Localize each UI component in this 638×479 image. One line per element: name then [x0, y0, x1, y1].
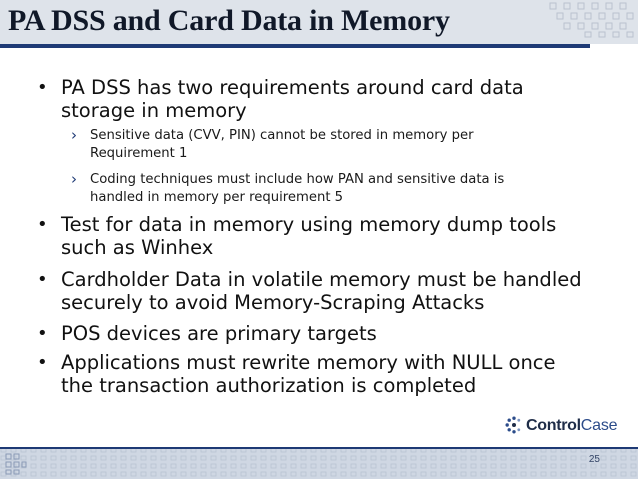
- sub-bullet-marker: ›: [71, 126, 77, 144]
- bullet-marker: •: [37, 77, 48, 98]
- bullet-item: • Cardholder Data in volatile memory mus…: [37, 268, 621, 314]
- bullet-text-line: securely to avoid Memory-Scraping Attack…: [61, 291, 485, 314]
- bullet-item: • POS devices are primary targets: [37, 322, 621, 345]
- slide-number: 25: [588, 454, 600, 465]
- sub-bullet-marker: ›: [71, 170, 77, 188]
- bullet-text-line: Test for data in memory using memory dum…: [61, 213, 557, 236]
- bullet-marker: •: [37, 323, 48, 344]
- dot-grid-footer-icon: [0, 449, 638, 479]
- footer-band: [0, 447, 638, 479]
- logo-wordmark: ControlCase: [526, 416, 618, 436]
- bullet-text-line: PA DSS has two requirements around card …: [61, 76, 524, 99]
- sub-bullet-text-line: Requirement 1: [90, 146, 188, 161]
- bullet-text-line: storage in memory: [61, 99, 247, 122]
- bullet-item: • Test for data in memory using memory d…: [37, 213, 621, 259]
- footer-rule: [0, 447, 638, 449]
- bullet-marker: •: [37, 214, 48, 235]
- bullet-item: • Applications must rewrite memory with …: [37, 351, 621, 397]
- controlcase-logo-icon: [505, 416, 521, 434]
- bullet-text-line: the transaction authorization is complet…: [61, 374, 477, 397]
- logo-word-case: Case: [580, 417, 618, 434]
- controlcase-logo: ControlCase: [505, 414, 618, 438]
- dot-grid-corner-icon: [5, 453, 27, 475]
- bullet-text-line: such as Winhex: [61, 236, 214, 259]
- bullet-text-line: POS devices are primary targets: [61, 322, 377, 345]
- logo-word-control: Control: [526, 417, 581, 434]
- sub-bullet-text-line: Coding techniques must include how PAN a…: [90, 172, 505, 187]
- bullet-item: • PA DSS has two requirements around car…: [37, 76, 621, 122]
- slide-title: PA DSS and Card Data in Memory: [8, 4, 450, 37]
- bullet-text-line: Applications must rewrite memory with NU…: [61, 351, 556, 374]
- bullet-marker: •: [37, 352, 48, 373]
- sub-bullet-text-line: handled in memory per requirement 5: [90, 190, 344, 205]
- sub-bullet-text-line: Sensitive data (CVV, PIN) cannot be stor…: [90, 128, 474, 143]
- bullet-text-line: Cardholder Data in volatile memory must …: [61, 268, 582, 291]
- title-band: PA DSS and Card Data in Memory: [0, 0, 638, 44]
- dot-grid-decoration-icon: [549, 2, 634, 38]
- sub-bullet-item: › Sensitive data (CVV, PIN) cannot be st…: [71, 126, 620, 163]
- bullet-marker: •: [37, 269, 48, 290]
- sub-bullet-item: › Coding techniques must include how PAN…: [71, 170, 620, 207]
- title-underline: [0, 44, 590, 48]
